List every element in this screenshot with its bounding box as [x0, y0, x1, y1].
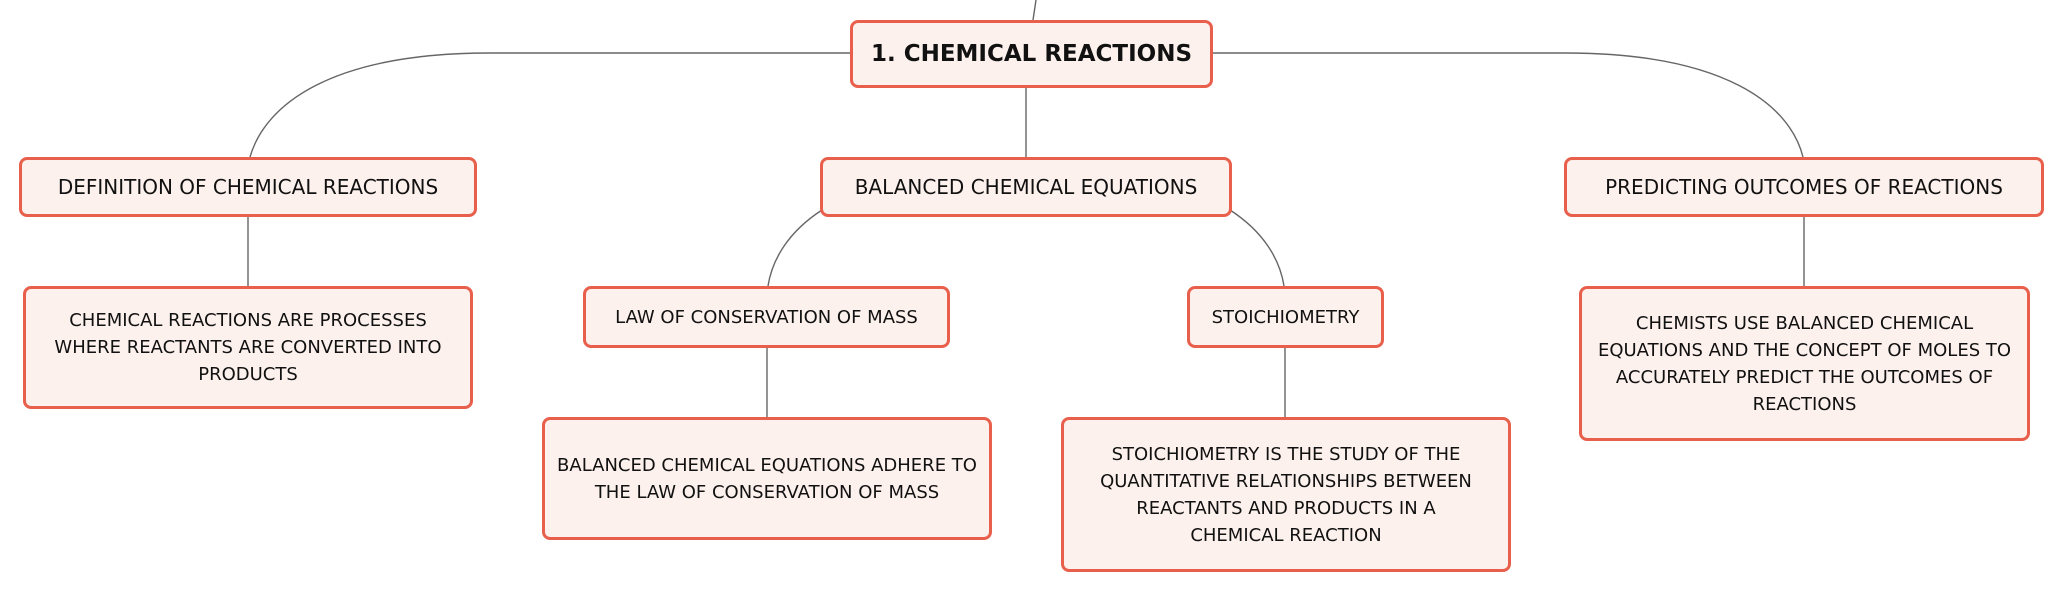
connector-root-to-predicting — [1212, 52, 1804, 158]
conservation-detail-text: BALANCED CHEMICAL EQUATIONS ADHERE TO TH… — [557, 454, 977, 503]
predicting-outcomes-node-label: PREDICTING OUTCOMES OF REACTIONS — [1605, 175, 2003, 199]
root-node-label: 1. CHEMICAL REACTIONS — [870, 41, 1193, 67]
predicting-detail-text: CHEMISTS USE BALANCED CHEMICAL EQUATIONS… — [1597, 312, 2012, 415]
connector-balanced-to-stoichiometry — [1229, 209, 1285, 287]
conservation-of-mass-node-label: LAW OF CONSERVATION OF MASS — [615, 306, 918, 328]
connector-parent-to-root — [1032, 0, 1037, 21]
stoichiometry-node-label: STOICHIOMETRY — [1211, 306, 1360, 328]
balanced-equations-node-label: BALANCED CHEMICAL EQUATIONS — [854, 175, 1198, 199]
predicting-detail-node[interactable]: CHEMISTS USE BALANCED CHEMICAL EQUATIONS… — [1579, 286, 2030, 441]
conservation-of-mass-node[interactable]: LAW OF CONSERVATION OF MASS — [583, 286, 950, 348]
connector-root-to-definition — [249, 52, 850, 158]
conservation-detail-node[interactable]: BALANCED CHEMICAL EQUATIONS ADHERE TO TH… — [542, 417, 992, 540]
definition-detail-text: CHEMICAL REACTIONS ARE PROCESSES WHERE R… — [54, 310, 442, 385]
definition-node-label: DEFINITION OF CHEMICAL REACTIONS — [57, 175, 439, 199]
predicting-outcomes-node[interactable]: PREDICTING OUTCOMES OF REACTIONS — [1564, 157, 2044, 217]
balanced-equations-node[interactable]: BALANCED CHEMICAL EQUATIONS — [820, 157, 1232, 217]
stoichiometry-detail-node[interactable]: STOICHIOMETRY IS THE STUDY OF THE QUANTI… — [1061, 417, 1511, 572]
stoichiometry-detail-text: STOICHIOMETRY IS THE STUDY OF THE QUANTI… — [1100, 443, 1472, 546]
definition-detail-node[interactable]: CHEMICAL REACTIONS ARE PROCESSES WHERE R… — [23, 286, 473, 409]
definition-node[interactable]: DEFINITION OF CHEMICAL REACTIONS — [19, 157, 477, 217]
root-node[interactable]: 1. CHEMICAL REACTIONS — [850, 20, 1213, 88]
connector-balanced-to-conservation — [767, 209, 823, 287]
stoichiometry-node[interactable]: STOICHIOMETRY — [1187, 286, 1384, 348]
